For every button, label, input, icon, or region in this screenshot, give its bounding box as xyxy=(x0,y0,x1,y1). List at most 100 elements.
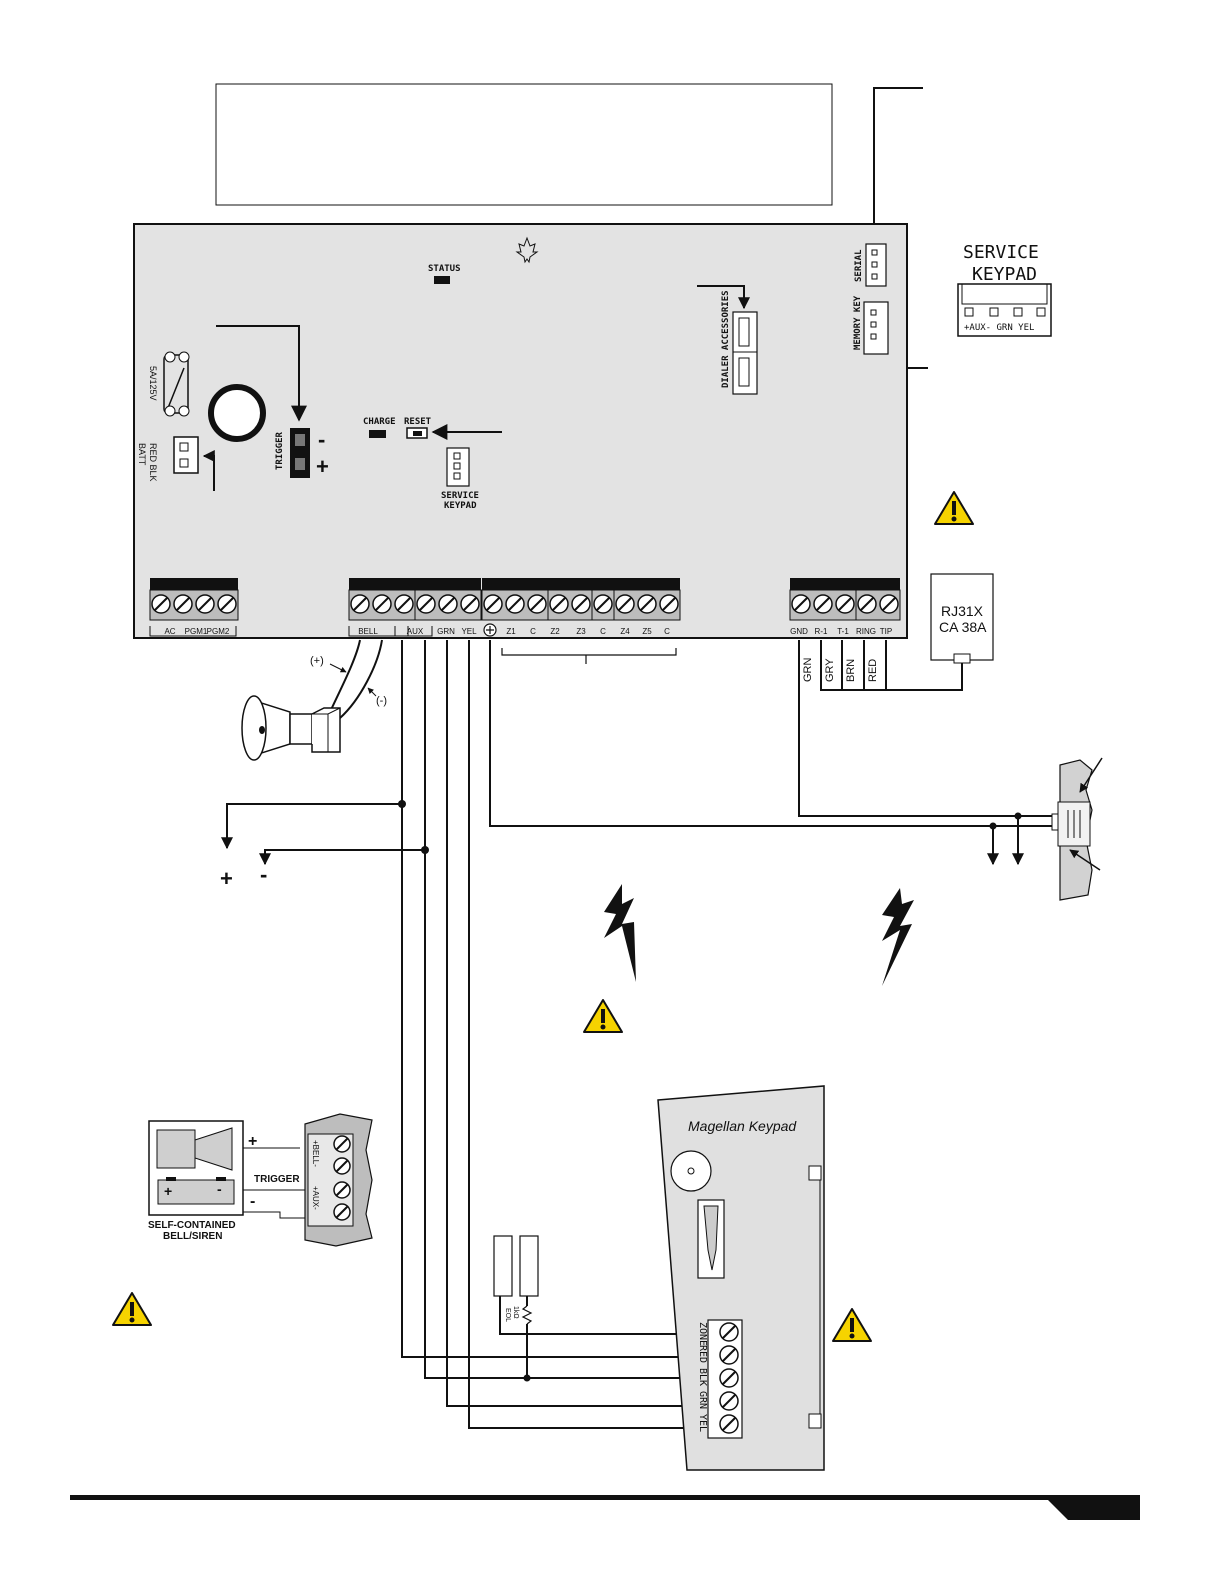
terminal-screw-slot xyxy=(662,597,676,611)
terminal-screw-slot xyxy=(882,597,896,611)
keypad-terminal-screw-slot xyxy=(722,1325,736,1339)
terminal-screw-slot xyxy=(640,597,654,611)
bell-plus-label: (+) xyxy=(310,655,324,667)
wire-red: RED xyxy=(867,659,879,682)
aux-output: + - xyxy=(220,800,429,891)
memory-key-connector: MEMORY KEY xyxy=(853,295,889,355)
telco-ground-arrows xyxy=(987,812,1024,866)
keypad-terminal-screw-slot xyxy=(722,1348,736,1362)
serial-label: SERIAL xyxy=(854,249,864,282)
terminal-screw-slot xyxy=(220,597,234,611)
terminal-block-top xyxy=(592,578,614,590)
service-keypad-box: SERVICE KEYPAD +AUX- GRN YEL xyxy=(957,242,1052,337)
maple-leaf-icon xyxy=(515,236,539,264)
resistor-label: 1kΩ xyxy=(512,1306,519,1319)
terminal-screw-slot xyxy=(486,597,500,611)
siren-trigger-label: TRIGGER xyxy=(254,1174,300,1185)
footer-tab xyxy=(1046,1498,1140,1520)
terminal-label-gnd: GND xyxy=(790,627,808,636)
siren-plus: + xyxy=(248,1133,257,1150)
terminal-screw-slot xyxy=(419,597,433,611)
terminal-block-top xyxy=(548,578,592,590)
terminal-block-top xyxy=(415,578,481,590)
terminal-screw-slot xyxy=(838,597,852,611)
lightning-icon xyxy=(882,888,914,986)
terminal-label-c1: C xyxy=(530,627,536,636)
terminal-group-bracket xyxy=(149,626,237,637)
keypad-terminal-label-blk: BLK xyxy=(697,1368,708,1386)
dialer-accessories-label: DIALER ACCESSORIES xyxy=(721,290,731,388)
dialer-accessories-connector: DIALER ACCESSORIES xyxy=(721,290,758,395)
eol-label: EOL xyxy=(504,1308,511,1322)
warning-icon xyxy=(832,1308,872,1342)
terminal-screw-slot xyxy=(441,597,455,611)
terminal-block-top xyxy=(856,578,900,590)
aux-minus: - xyxy=(260,862,267,887)
terminal-label-pgm2: PGM2 xyxy=(207,627,230,636)
terminal-label-r1: R-1 xyxy=(815,627,828,636)
service-keypad-label-2: KEYPAD xyxy=(444,501,477,511)
charge-label: CHARGE xyxy=(363,417,396,427)
terminal-label-z5: Z5 xyxy=(642,627,652,636)
terminal-label-z2: Z2 xyxy=(550,627,560,636)
terminal-screw-slot xyxy=(375,597,389,611)
wire-grn: GRN xyxy=(802,658,814,683)
charge-led xyxy=(369,430,386,438)
trigger-plus: + xyxy=(316,454,329,479)
keypad-terminal-screw-slot xyxy=(722,1371,736,1385)
terminal-label-yel: YEL xyxy=(461,627,477,636)
terminal-screw-slot xyxy=(530,597,544,611)
terminal-screw-slot xyxy=(353,597,367,611)
trigger-minus: - xyxy=(318,427,325,452)
siren-label-2: BELL/SIREN xyxy=(163,1231,222,1242)
keypad-terminal-label-zone: ZONE xyxy=(697,1322,708,1346)
battery-connector: BATT RED BLK xyxy=(137,436,199,482)
terminal-screw-slot xyxy=(574,597,588,611)
batt-arrow xyxy=(202,450,215,491)
lightning-icon xyxy=(604,884,636,982)
self-contained-siren: + - SELF-CONTAINED BELL/SIREN + - TRIGGE… xyxy=(148,1113,373,1247)
keypad-title: Magellan Keypad xyxy=(688,1118,797,1134)
status-label: STATUS xyxy=(428,264,461,274)
siren-terminal-bell: +BELL- xyxy=(311,1140,320,1167)
terminal-screw-slot xyxy=(816,597,830,611)
terminal-screw-slot xyxy=(176,597,190,611)
service-keypad-label-1: SERVICE xyxy=(441,491,479,501)
battery-capacitor xyxy=(208,384,266,442)
terminal-screw-slot xyxy=(794,597,808,611)
wire-gry: GRY xyxy=(824,658,836,682)
terminal-screw-slot xyxy=(860,597,874,611)
warning-icon xyxy=(112,1292,152,1326)
warning-icon xyxy=(934,491,974,525)
terminal-label-tip: TIP xyxy=(880,627,892,636)
zone-bracket xyxy=(501,648,677,664)
terminal-label-ring: RING xyxy=(856,627,876,636)
terminal-block-top xyxy=(790,578,856,590)
siren-terminal-aux: +AUX- xyxy=(311,1186,320,1210)
terminal-block-top xyxy=(614,578,680,590)
terminal-label-t1: T-1 xyxy=(837,627,849,636)
phone-wires: GRN GRY BRN RED xyxy=(798,640,1055,817)
terminal-group-bracket xyxy=(348,626,409,637)
terminal-label-c3: C xyxy=(664,627,670,636)
bell-wires: (+) (-) xyxy=(310,639,387,719)
service-keypad-box-title-2: KEYPAD xyxy=(972,264,1037,285)
trigger-arrow xyxy=(216,325,307,422)
terminal-screw-slot xyxy=(397,597,411,611)
terminal-screw-slot xyxy=(508,597,522,611)
terminal-screw-slot xyxy=(618,597,632,611)
rj31x-jack: RJ31X CA 38A xyxy=(930,573,994,664)
terminal-label-aux: AUX xyxy=(407,627,424,636)
terminal-screw-slot xyxy=(198,597,212,611)
terminal-screw-slot xyxy=(596,597,610,611)
wire-brn: BRN xyxy=(845,659,857,682)
dialer-arrow xyxy=(697,285,750,310)
footer-rule xyxy=(70,1495,1140,1500)
trigger-label: TRIGGER xyxy=(275,431,285,470)
horn-speaker-icon xyxy=(241,695,341,761)
fuse: 5A/125V xyxy=(148,351,190,417)
memory-key-label: MEMORY KEY xyxy=(853,295,863,350)
ground-terminal-cross xyxy=(486,626,494,634)
status-led xyxy=(434,276,450,284)
